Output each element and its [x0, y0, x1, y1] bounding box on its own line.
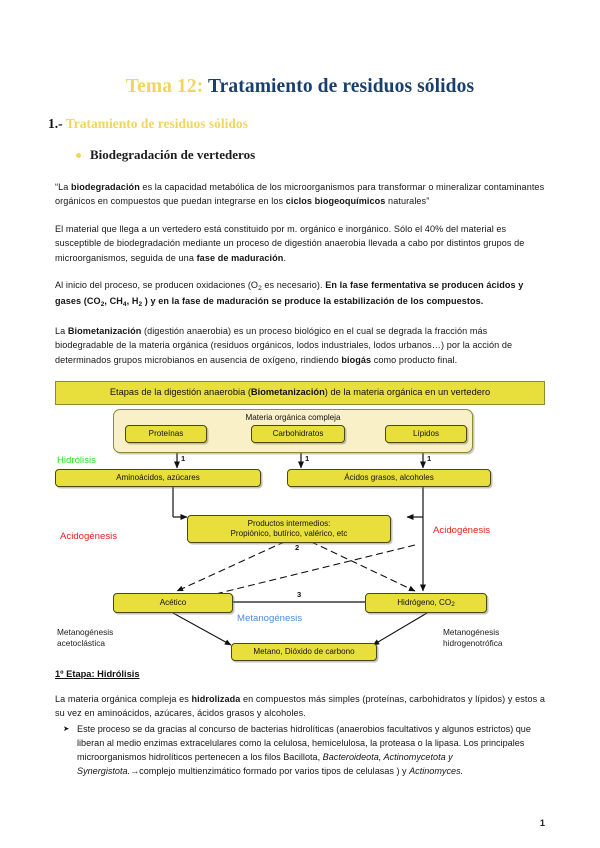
label-metanogenesis-hidrogenotrofica: Metanogénesis hidrogenotrófica — [443, 627, 503, 649]
section-heading: 1.- Tratamiento de residuos sólidos — [48, 116, 545, 132]
label-acidogenesis-left: Acidogénesis — [60, 531, 118, 543]
box-acidos-grasos: Ácidos grasos, alcoholes — [287, 469, 491, 488]
page-number: 1 — [539, 818, 545, 828]
box-proteinas: Proteínas — [125, 425, 207, 444]
subsection-label: Biodegradación de vertederos — [90, 147, 256, 162]
number-2: 2 — [295, 543, 300, 553]
label-metanogenesis: Metanogénesis — [237, 613, 303, 625]
section-label: Tratamiento de residuos sólidos — [62, 116, 248, 131]
box-acetico: Acético — [113, 593, 233, 614]
number-1c: 1 — [427, 454, 432, 464]
stage-heading: 1º Etapa: Hidrólisis — [55, 669, 140, 680]
stage-paragraph: La materia orgánica compleja es hidroliz… — [55, 694, 545, 719]
diagram-canvas: Materia orgánica compleja Proteínas Carb… — [55, 405, 545, 662]
number-1b: 1 — [305, 454, 310, 464]
paragraph-material: El material que llega a un vertedero est… — [55, 223, 525, 263]
anaerobic-digestion-diagram: Etapas de la digestión anaerobia (Biomet… — [55, 381, 545, 662]
subsection-bullet: Biodegradación de vertederos — [76, 147, 545, 163]
title-main: Tratamiento de residuos sólidos — [203, 76, 475, 97]
bullet-dot-icon — [76, 152, 81, 158]
paragraph-biometanizacion: La Biometanización (digestión anaerobia)… — [55, 325, 513, 365]
diagram-banner: Etapas de la digestión anaerobia (Biomet… — [55, 381, 545, 406]
stage-list: Este proceso se da gracias al concurso d… — [55, 722, 545, 779]
section-number: 1.- — [48, 116, 63, 131]
title-prefix: Tema 12: — [125, 76, 204, 97]
label-hidrolisis: Hidrólisis — [57, 455, 96, 467]
box-productos-intermedios: Productos intermedios: Propiónico, butír… — [187, 515, 391, 544]
box-carbohidratos: Carbohidratos — [251, 425, 345, 444]
page-title: Tema 12: Tratamiento de residuos sólidos — [55, 0, 545, 98]
number-3: 3 — [297, 590, 302, 600]
paragraph-oxidaciones: Al inicio del proceso, se producen oxida… — [55, 280, 524, 309]
box-lipidos: Lípidos — [385, 425, 467, 444]
label-acidogenesis-right: Acidogénesis — [433, 525, 491, 537]
box-aminoacidos: Aminoácidos, azúcares — [55, 469, 261, 488]
number-1a: 1 — [181, 454, 186, 464]
productos-intermedios-line2: Propiónico, butírico, valérico, etc — [230, 529, 348, 539]
productos-intermedios-line1: Productos intermedios: — [247, 519, 331, 529]
label-metanogenesis-acetoclastica: Metanogénesis acetoclástica — [57, 627, 114, 649]
list-item: Este proceso se da gracias al concurso d… — [63, 722, 545, 779]
box-metano: Metano, Dióxido de carbono — [231, 643, 377, 662]
paragraph-quote: “La biodegradación es la capacidad metab… — [55, 182, 545, 207]
group-title: Materia orgánica compleja — [245, 413, 341, 423]
